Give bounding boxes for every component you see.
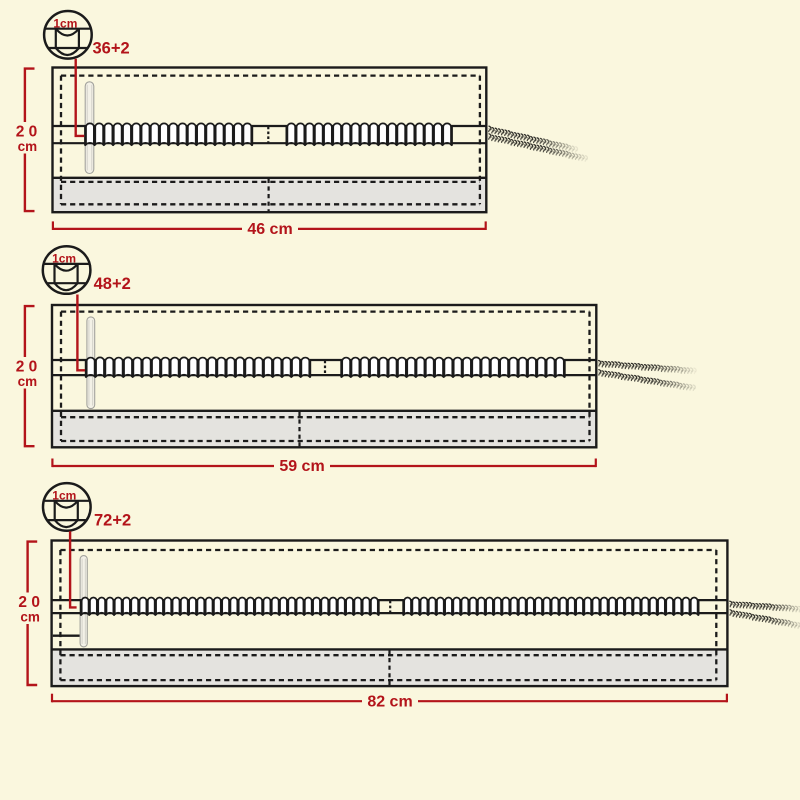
- svg-text:48+2: 48+2: [94, 275, 131, 293]
- svg-text:2 0: 2 0: [18, 594, 40, 611]
- svg-text:2 0: 2 0: [16, 359, 38, 376]
- svg-text:72+2: 72+2: [94, 512, 131, 530]
- svg-text:59 cm: 59 cm: [279, 458, 324, 475]
- svg-text:cm: cm: [18, 139, 38, 154]
- svg-text:1cm: 1cm: [52, 488, 76, 502]
- svg-text:cm: cm: [20, 610, 40, 625]
- svg-text:82 cm: 82 cm: [367, 693, 412, 710]
- svg-text:2 0: 2 0: [16, 124, 38, 141]
- svg-text:36+2: 36+2: [93, 39, 130, 57]
- svg-text:46 cm: 46 cm: [247, 221, 292, 238]
- svg-text:1cm: 1cm: [52, 252, 76, 266]
- svg-text:1cm: 1cm: [53, 16, 77, 30]
- svg-text:cm: cm: [18, 374, 38, 389]
